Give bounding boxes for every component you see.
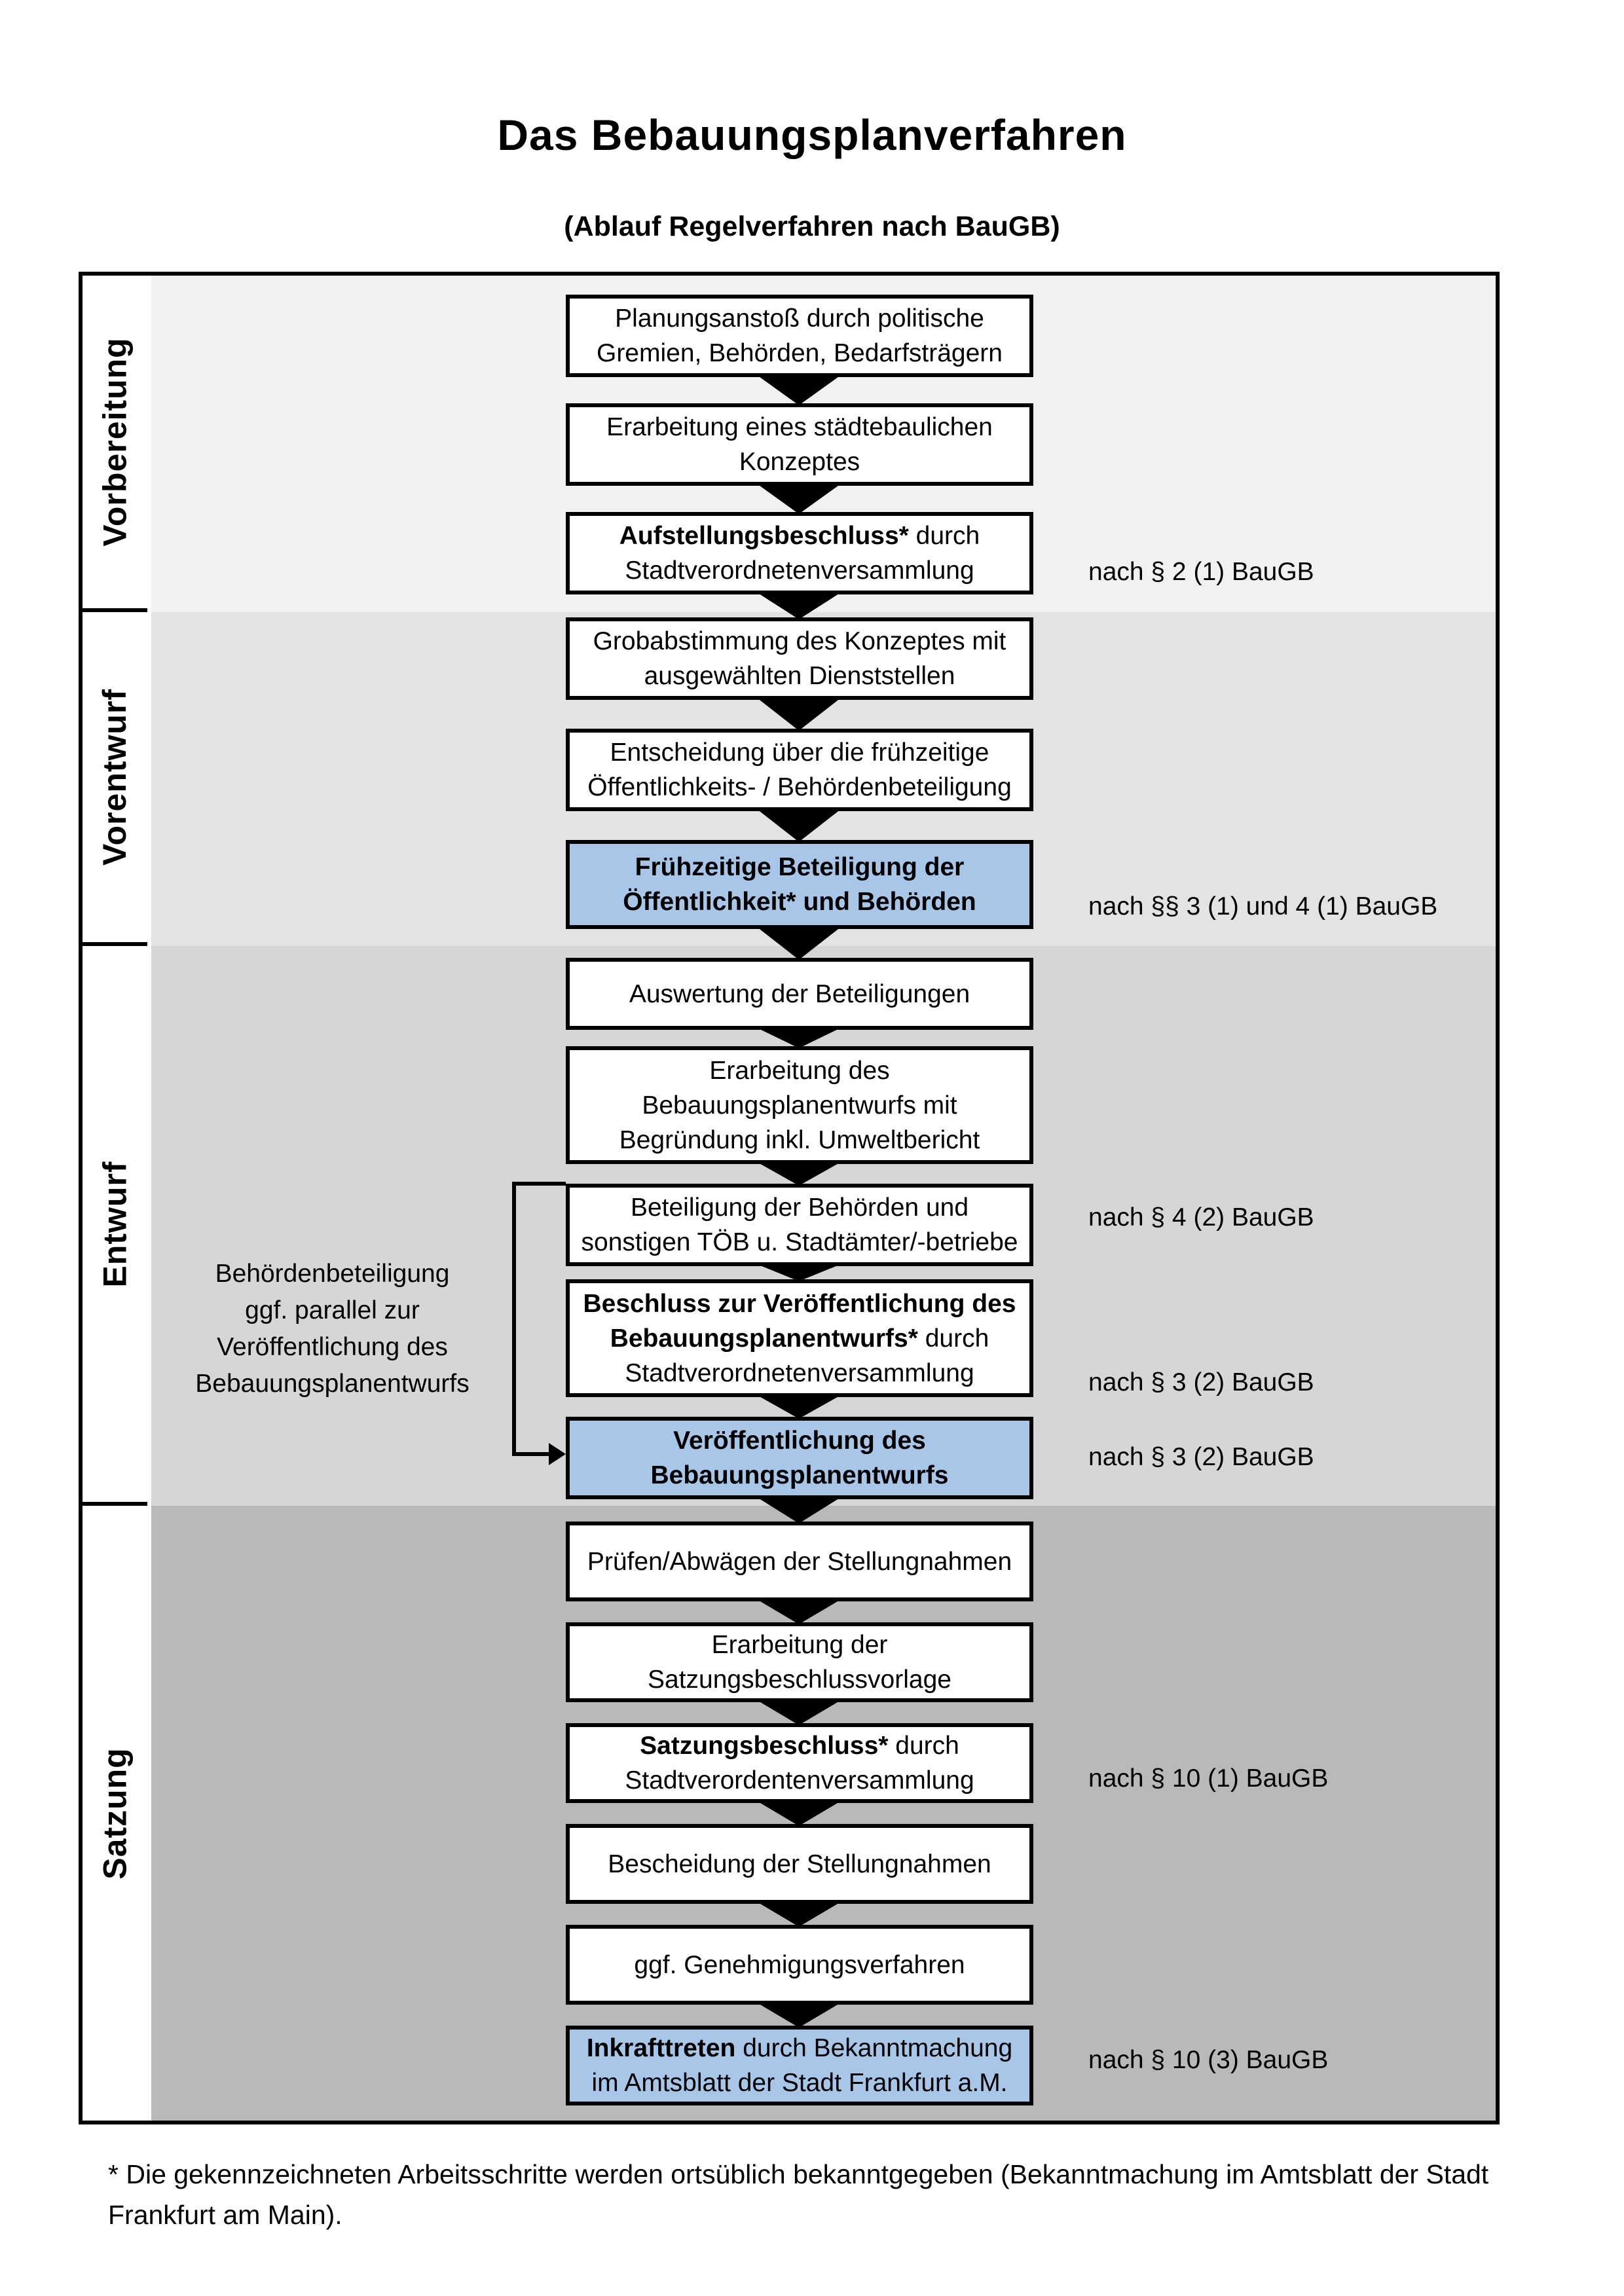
flow-box-beteiligung-behoerden-toeb: Beteiligung der Behörden und sonstigen TÖ… xyxy=(566,1184,1033,1266)
legal-ref-3: nach § 4 (2) BauGB xyxy=(1088,1203,1314,1231)
flow-box-line: ggf. Genehmigungsverfahren xyxy=(634,1950,965,1979)
flow-box-bescheidung-stellungnahmen: Bescheidung der Stellungnahmen xyxy=(566,1824,1033,1904)
flow-box-line: ausgewählten Dienststellen xyxy=(644,662,955,690)
flow-arrow-down-icon xyxy=(757,375,841,405)
phase-label-vorbereitung: Vorbereitung xyxy=(83,276,147,612)
flow-box-line: im Amtsblatt der Stadt Frankfurt a.M. xyxy=(591,2069,1008,2097)
flow-box-line: Auswertung der Beteiligungen xyxy=(629,979,970,1008)
connector-arrowhead-icon xyxy=(549,1443,566,1465)
flow-arrow-down-icon xyxy=(757,1028,841,1048)
legal-ref-6: nach § 10 (1) BauGB xyxy=(1088,1764,1329,1793)
flow-box-line: Stadtverordnetenversammlung xyxy=(625,556,974,585)
phase-label-text: Vorentwurf xyxy=(96,688,134,866)
flow-box-line: Bebauungsplanentwurfs xyxy=(650,1461,949,1489)
legal-ref-5: nach § 3 (2) BauGB xyxy=(1088,1443,1314,1471)
flow-arrow-down-icon xyxy=(757,592,841,619)
flow-arrow-down-icon xyxy=(757,1497,841,1523)
phase-label-text: Entwurf xyxy=(96,1160,134,1288)
phase-label-satzung: Satzung xyxy=(83,1506,147,2121)
flow-box-line: Satzungsbeschlussvorlage xyxy=(648,1666,951,1694)
flow-arrow-down-icon xyxy=(757,1700,841,1725)
flow-box-line: Erarbeitung des xyxy=(709,1056,890,1085)
flow-box-genehmigungsverfahren: ggf. Genehmigungsverfahren xyxy=(566,1925,1033,2005)
flow-box-line: Inkrafttreten durch Bekanntmachung xyxy=(586,2034,1013,2062)
flow-box-line: Stadtverordentenversammlung xyxy=(625,1766,974,1795)
flow-box-line: Begründung inkl. Umweltbericht xyxy=(619,1125,980,1154)
flow-box-line: Grobabstimmung des Konzeptes mit xyxy=(593,627,1006,655)
flow-box-line: Gremien, Behörden, Bedarfsträgern xyxy=(596,339,1003,367)
flow-box-pruefen-abwaegen-stellungnahmen: Prüfen/Abwägen der Stellungnahmen xyxy=(566,1522,1033,1601)
connector-line-top xyxy=(512,1182,566,1186)
flow-box-inkrafttreten: Inkrafttreten durch Bekanntmachung im Amt… xyxy=(566,2026,1033,2105)
flow-box-line: sonstigen TÖB u. Stadtämter/-betriebe xyxy=(581,1228,1018,1256)
page-subtitle: (Ablauf Regelverfahren nach BauGB) xyxy=(564,211,1060,242)
legal-ref-4: nach § 3 (2) BauGB xyxy=(1088,1368,1314,1396)
flow-arrow-down-icon xyxy=(757,927,841,960)
page-title: Das Bebauungsplanverfahren xyxy=(497,111,1127,159)
flow-box-line: Erarbeitung der xyxy=(711,1631,888,1659)
flow-box-line: Erarbeitung eines städtebaulichen xyxy=(606,413,993,441)
flow-arrow-down-icon xyxy=(757,809,841,842)
side-note: Behördenbeteiligung ggf. parallel zur Ve… xyxy=(195,1260,470,1398)
flow-box-line: Beschluss zur Veröffentlichung des xyxy=(583,1289,1016,1318)
flow-arrow-down-icon xyxy=(757,1395,841,1419)
phase-label-text: Satzung xyxy=(96,1747,134,1880)
flow-box-line: Bebauungsplanentwurfs* durch xyxy=(610,1324,989,1353)
footnote: * Die gekennzeichneten Arbeitsschritte w… xyxy=(108,2159,1489,2230)
connector-line-bottom xyxy=(512,1452,549,1456)
flow-box-line: Frühzeitige Beteiligung der xyxy=(635,853,965,881)
flow-box-line: Konzeptes xyxy=(739,448,860,476)
flow-box-line: Planungsanstoß durch politische xyxy=(615,304,984,333)
flow-box-line: Entscheidung über die frühzeitige xyxy=(610,738,989,767)
flow-box-line: Bebauungsplanentwurfs mit xyxy=(642,1091,957,1120)
flow-box-line: Bescheidung der Stellungnahmen xyxy=(608,1850,991,1878)
flow-arrow-down-icon xyxy=(757,1599,841,1624)
flow-box-line: Stadtverordnetenversammlung xyxy=(625,1358,974,1387)
legal-ref-1: nach § 2 (1) BauGB xyxy=(1088,558,1314,586)
flow-box-line: Satzungsbeschluss* durch xyxy=(640,1732,959,1760)
flow-box-auswertung-beteiligungen: Auswertung der Beteiligungen xyxy=(566,958,1033,1030)
legal-ref-7: nach § 10 (3) BauGB xyxy=(1088,2046,1329,2074)
flow-arrow-down-icon xyxy=(757,1264,841,1281)
flow-arrow-down-icon xyxy=(757,1801,841,1826)
flow-box-line: Prüfen/Abwägen der Stellungnahmen xyxy=(587,1547,1012,1576)
flow-box-grobabstimmung: Grobabstimmung des Konzeptes mit ausgewäh… xyxy=(566,617,1033,700)
flow-box-line: Öffentlichkeit* und Behörden xyxy=(623,888,976,916)
flow-box-line: Aufstellungsbeschluss* durch xyxy=(619,522,980,550)
phase-label-vorentwurf: Vorentwurf xyxy=(83,612,147,946)
phase-label-entwurf: Entwurf xyxy=(83,946,147,1506)
connector-line-vertical xyxy=(512,1182,516,1456)
legal-ref-2: nach §§ 3 (1) und 4 (1) BauGB xyxy=(1088,892,1438,920)
flow-box-line: Veröffentlichung des xyxy=(673,1427,926,1455)
phase-label-text: Vorbereitung xyxy=(96,337,134,547)
flow-arrow-down-icon xyxy=(757,1902,841,1927)
flow-box-line: Beteiligung der Behörden und xyxy=(630,1194,969,1222)
flow-arrow-down-icon xyxy=(757,2003,841,2028)
flow-arrow-down-icon xyxy=(757,484,841,514)
flow-box-line: Öffentlichkeits- / Behördenbeteiligung xyxy=(587,773,1012,801)
flow-arrow-down-icon xyxy=(757,698,841,731)
flow-arrow-down-icon xyxy=(757,1162,841,1186)
